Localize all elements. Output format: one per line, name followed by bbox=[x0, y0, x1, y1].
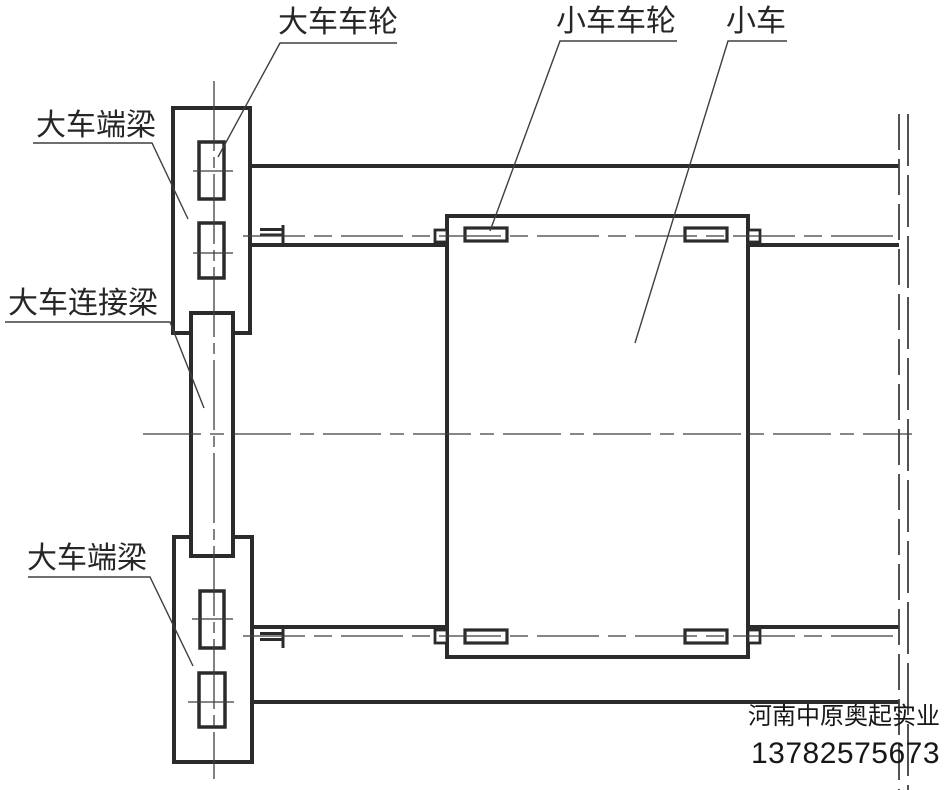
label-end-beam-bottom: 大车端梁 bbox=[27, 542, 147, 575]
drive-coupling-symbols bbox=[260, 225, 285, 648]
leader-big-car-wheel bbox=[217, 42, 397, 158]
trolley-body-outline bbox=[445, 214, 750, 659]
trolley-wheel-top-right bbox=[683, 226, 729, 243]
watermark-phone-number: 13782575673 bbox=[751, 737, 941, 770]
label-end-beam-top: 大车端梁 bbox=[36, 109, 156, 142]
big-car-wheel-2 bbox=[197, 221, 226, 280]
label-trolley-wheel: 小车车轮 bbox=[556, 5, 676, 38]
leader-lines bbox=[5, 40, 787, 667]
trolley-wheel-top-left bbox=[463, 226, 509, 243]
leader-end-beam-bottom bbox=[28, 576, 194, 667]
leader-trolley-wheel bbox=[489, 40, 677, 232]
label-trolley: 小车 bbox=[726, 5, 786, 38]
big-car-wheels bbox=[197, 140, 227, 729]
leader-connecting-beam bbox=[5, 321, 205, 409]
end-carriage-column bbox=[171, 106, 254, 764]
leader-trolley bbox=[634, 40, 787, 344]
label-connecting-beam: 大车连接梁 bbox=[8, 287, 158, 320]
center-lines bbox=[143, 81, 912, 779]
leader-end-beam-top bbox=[33, 142, 189, 220]
big-car-wheel-4 bbox=[197, 671, 227, 729]
label-big-car-wheel: 大车车轮 bbox=[278, 6, 398, 39]
wheel-center-marks bbox=[188, 170, 234, 703]
watermark-company-name: 河南中原奥起实业 bbox=[748, 703, 940, 730]
right-rail-lines bbox=[898, 114, 909, 790]
